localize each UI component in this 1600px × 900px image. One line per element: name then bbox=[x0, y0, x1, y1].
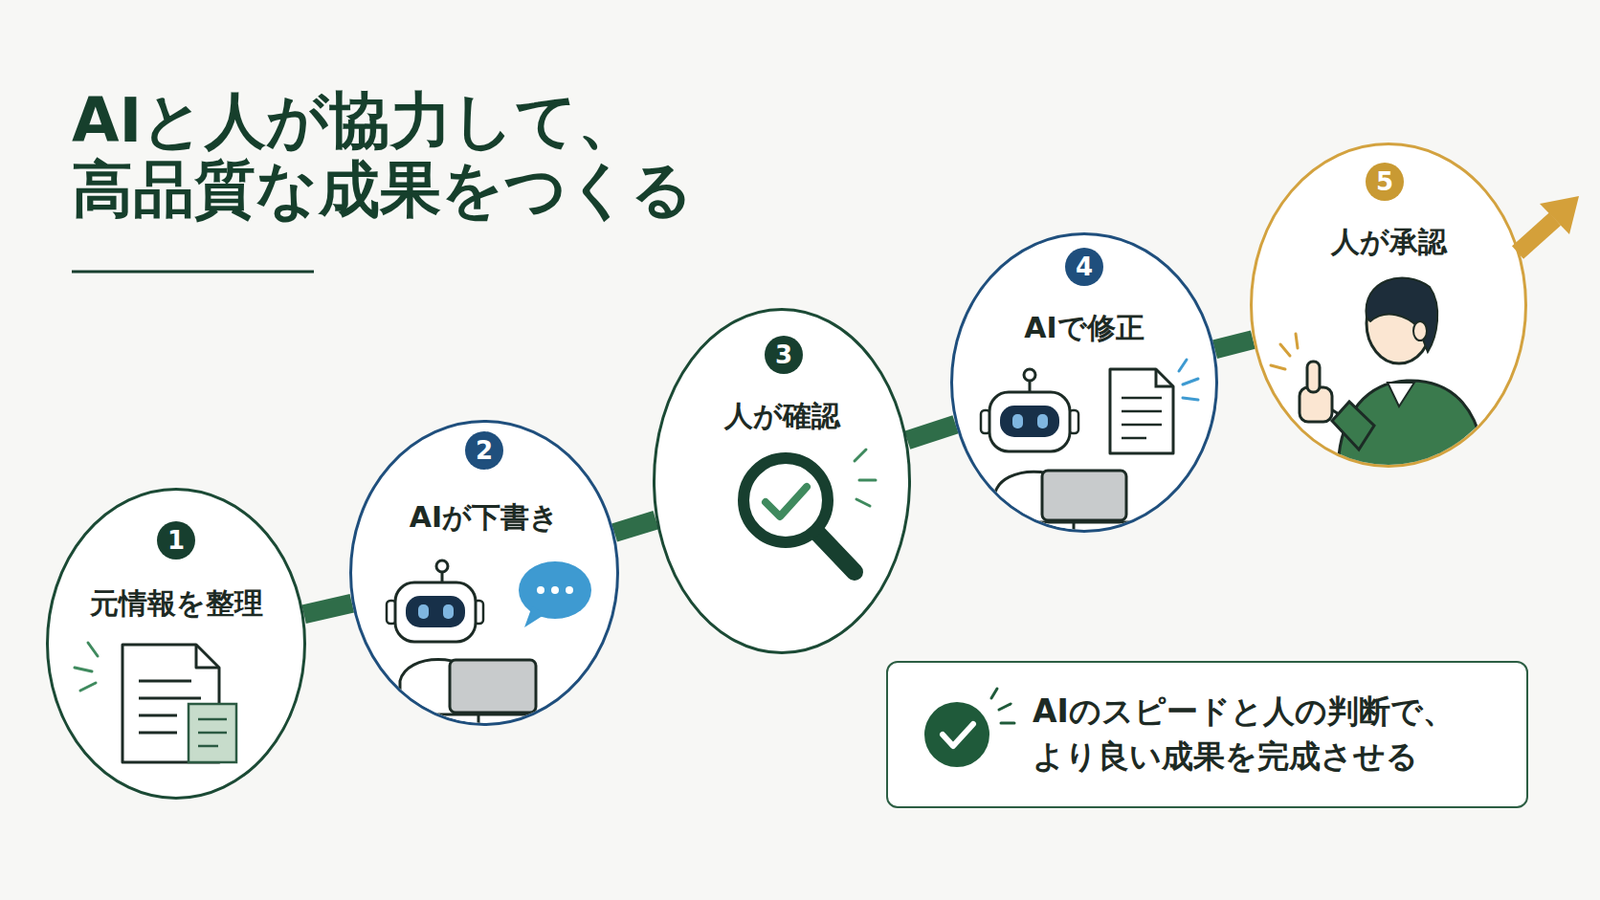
diagram-title: AIと人が協力して、 高品質な成果をつくる bbox=[71, 86, 819, 224]
title-underline bbox=[71, 270, 314, 274]
step-number: 4 bbox=[1065, 247, 1104, 287]
flow-band bbox=[907, 424, 956, 441]
step-label: 元情報を整理 bbox=[45, 584, 307, 623]
circle-outline bbox=[654, 310, 911, 654]
step-number: 1 bbox=[156, 521, 196, 560]
step-number: 5 bbox=[1365, 162, 1404, 201]
step-circle: 5 人が承認 bbox=[1249, 142, 1528, 468]
step-circle: 2AIが下書き bbox=[349, 420, 620, 727]
circle-outline bbox=[351, 422, 619, 726]
summary-box: AIのスピードと人の判断で、 より良い成果を完成させる bbox=[886, 661, 1529, 809]
flow-band bbox=[1215, 339, 1254, 350]
step-label: AIが下書き bbox=[349, 498, 620, 537]
circle-outline bbox=[952, 234, 1218, 533]
step-label: 人が確認 bbox=[652, 397, 912, 436]
step-circle: 4AIで修正 bbox=[950, 232, 1219, 534]
step-circle: 1 元情報を整理 bbox=[45, 488, 307, 800]
step-label: 人が承認 bbox=[1249, 222, 1528, 262]
exit-arrow bbox=[1517, 196, 1579, 253]
flow-band bbox=[614, 520, 656, 534]
circle-outline bbox=[1251, 144, 1527, 467]
step-number: 2 bbox=[465, 431, 504, 470]
summary-text: AIのスピードと人の判断で、 より良い成果を完成させる bbox=[1032, 689, 1502, 780]
step-circle: 3 人が確認 bbox=[652, 308, 912, 655]
step-label: AIで修正 bbox=[950, 309, 1219, 348]
circle-outline bbox=[47, 489, 306, 800]
flow-band bbox=[304, 603, 353, 616]
exit-arrow bbox=[1539, 196, 1579, 235]
step-number: 3 bbox=[764, 335, 803, 375]
exit-arrow bbox=[1517, 219, 1556, 253]
